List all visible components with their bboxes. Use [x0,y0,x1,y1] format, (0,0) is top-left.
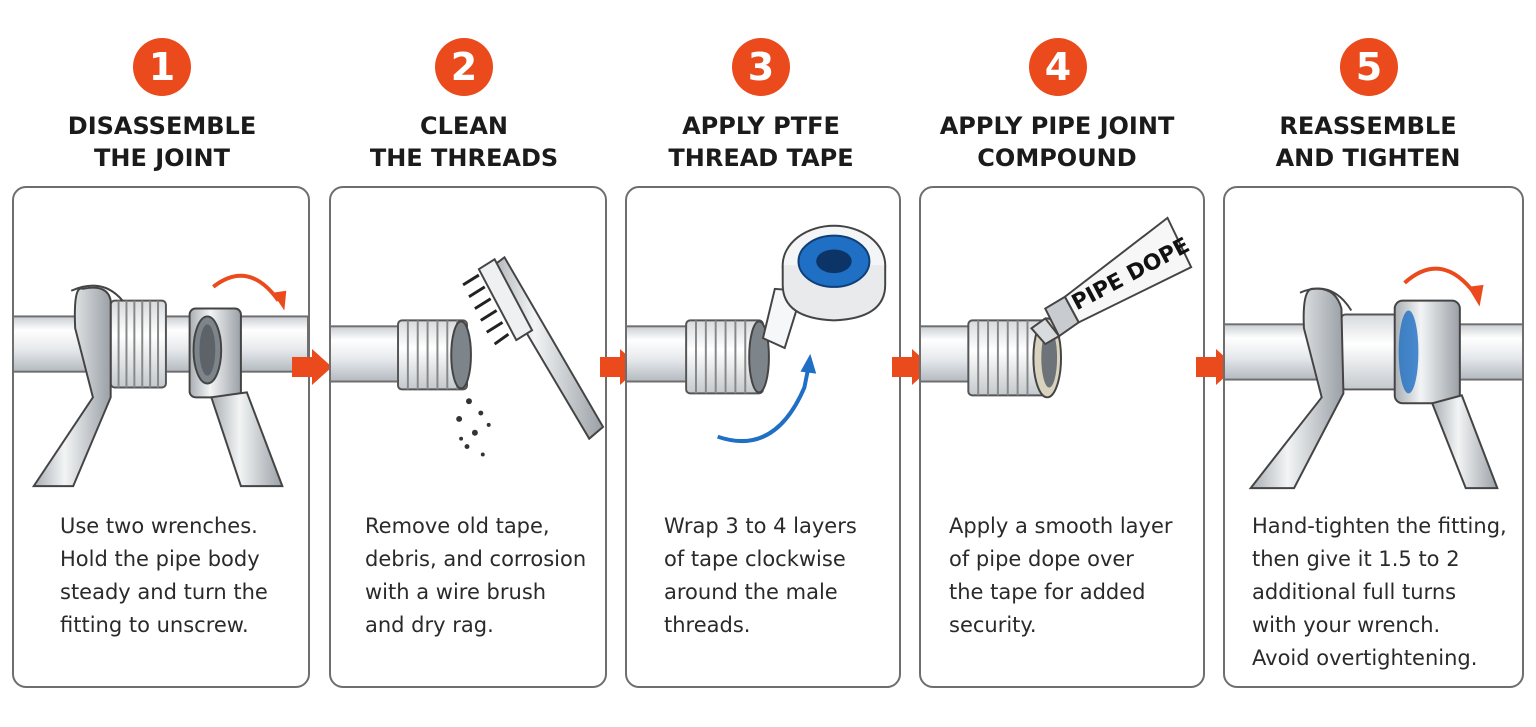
step-number-badge: 3 [732,38,790,96]
rotation-arrow-icon [1403,266,1484,307]
reassemble-illustration [1225,266,1522,490]
wrench-icon [31,284,124,488]
step-card: Wrap 3 to 4 layers of tape clockwise aro… [625,186,901,688]
step-title: REASSEMBLE AND TIGHTEN [1275,112,1461,172]
step-number-badge: 5 [1340,38,1398,96]
step-card: Remove old tape, debris, and corrosion w… [329,186,607,688]
step-card: PIPE DOPE Apply a smooth layer of pipe d… [919,186,1205,688]
tape-roll-icon [761,224,887,350]
wire-brush-icon [462,255,605,441]
right-arrow-icon [292,349,332,385]
pipe-compound-illustration: PIPE DOPE [921,216,1194,399]
step-description: Hand-tighten the fitting, then give it 1… [1252,514,1507,670]
ptfe-tape-illustration [627,224,887,443]
step-number-badge: 1 [133,38,191,96]
step-number-badge: 4 [1029,38,1087,96]
step-card: Use two wrenches. Hold the pipe body ste… [12,186,310,688]
step-title: APPLY PTFE THREAD TAPE [668,112,854,172]
step-description: Wrap 3 to 4 layers of tape clockwise aro… [664,514,857,637]
step-title: APPLY PIPE JOINT COMPOUND [939,112,1175,172]
rotation-arrow-icon [212,273,287,311]
compound-tube-icon: PIPE DOPE [1029,216,1194,346]
disassemble-illustration [14,273,308,488]
debris-icon [456,398,491,457]
step-description: Apply a smooth layer of pipe dope over t… [949,514,1173,637]
step-card: Hand-tighten the fitting, then give it 1… [1223,186,1524,688]
step-title: CLEAN THE THREADS [369,112,559,172]
step-number-badge: 2 [435,38,493,96]
clockwise-arrow-icon [717,353,817,443]
clean-threads-illustration [331,255,605,457]
step-description: Use two wrenches. Hold the pipe body ste… [60,514,268,637]
step-description: Remove old tape, debris, and corrosion w… [365,514,587,637]
wrench-icon [1248,287,1353,490]
step-title: DISASSEMBLE THE JOINT [67,112,257,172]
